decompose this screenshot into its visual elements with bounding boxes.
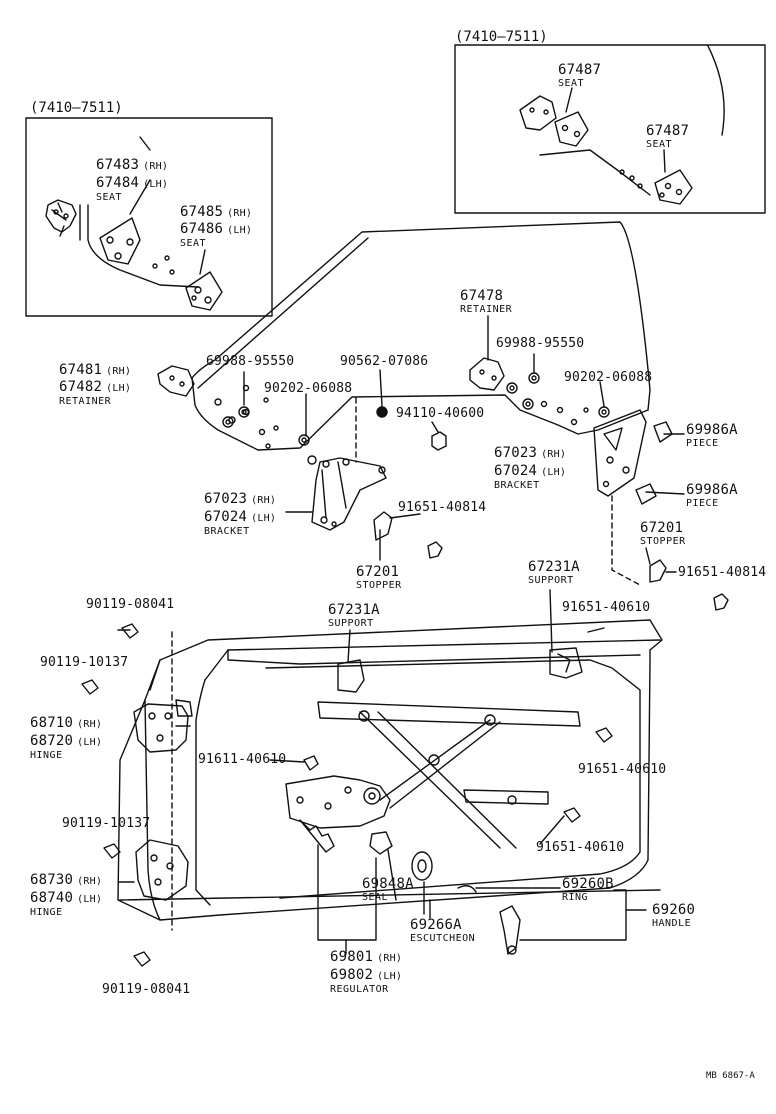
left-inset-range: (7410–7511) <box>30 100 123 116</box>
label-69988-right: 69988-95550 <box>496 336 585 351</box>
label-69988-left: 69988-95550 <box>206 354 295 369</box>
glass-fasteners <box>222 372 610 465</box>
label-91651-40814-b: 91651-40814 <box>678 565 767 580</box>
hinges <box>81 623 193 967</box>
label-91651-40610-c: 91651-40610 <box>536 840 625 855</box>
leader-lines <box>117 315 685 955</box>
label-90119-10137-top: 90119-10137 <box>40 655 129 670</box>
label-67023-right: 67023(RH) <box>494 445 567 461</box>
handle-parts <box>369 831 521 955</box>
label-68740: 68740(LH)HINGE <box>30 890 103 919</box>
label-67481: 67481(RH) <box>59 362 132 378</box>
door-panel <box>117 619 663 921</box>
left-bracket <box>285 397 387 531</box>
label-67485: 67485(RH) <box>180 204 253 220</box>
label-91651-40610-a: 91651-40610 <box>562 600 651 615</box>
stoppers <box>373 511 729 611</box>
left-inset-box <box>25 117 273 317</box>
label-69802: 69802(LH)REGULATOR <box>330 967 403 996</box>
label-67024-right: 67024(LH)BRACKET <box>494 463 567 492</box>
label-69801: 69801(RH) <box>330 949 403 965</box>
label-91651-40610-b: 91651-40610 <box>578 762 667 777</box>
label-67486: 67486(LH)SEAT <box>180 221 253 250</box>
label-67023-left: 67023(RH) <box>204 491 277 507</box>
label-67483: 67483(RH) <box>96 157 169 173</box>
label-90119-08041-bot: 90119-08041 <box>102 982 191 997</box>
drawing-code: MB 6867-A <box>706 1071 755 1081</box>
label-90119-08041-top: 90119-08041 <box>86 597 175 612</box>
label-90202-left: 90202-06088 <box>264 381 353 396</box>
right-bracket <box>593 409 673 586</box>
label-90562: 90562-07086 <box>340 354 429 369</box>
label-91651-40814-a: 91651-40814 <box>398 500 487 515</box>
label-94110: 94110-40600 <box>396 406 485 421</box>
label-67484: 67484(LH)SEAT <box>96 175 169 204</box>
glass-retainers <box>157 357 505 397</box>
label-68730: 68730(RH) <box>30 872 103 888</box>
right-inset-range: (7410–7511) <box>455 29 548 45</box>
supports <box>337 589 583 693</box>
door-glass <box>191 221 651 451</box>
label-68710: 68710(RH) <box>30 715 103 731</box>
label-90119-10137-bot: 90119-10137 <box>62 816 151 831</box>
right-inset-box <box>454 44 766 214</box>
label-90202-right: 90202-06088 <box>564 370 653 385</box>
label-91611: 91611-40610 <box>198 752 287 767</box>
label-67482: 67482(LH)RETAINER <box>59 379 132 408</box>
label-67024-left: 67024(LH)BRACKET <box>204 509 277 538</box>
label-68720: 68720(LH)HINGE <box>30 733 103 762</box>
window-regulator <box>285 701 613 853</box>
